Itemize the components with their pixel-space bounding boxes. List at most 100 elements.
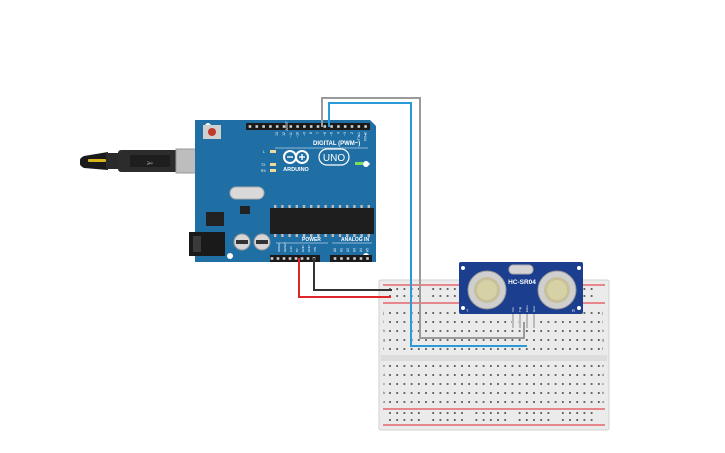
rail-hole [583,295,586,297]
rail-hole [453,412,456,414]
rail-hole [389,419,391,421]
svg-text:IOREF: IOREF [277,243,281,252]
terminal-hole [446,339,449,341]
rail-hole [475,419,478,421]
rail-hole [525,412,528,414]
digital-pin-label: ~10 [296,132,300,138]
terminal-hole [583,348,586,350]
brand-label: ARDUINO [283,167,309,173]
digital-header [246,123,370,130]
terminal-hole [547,321,550,323]
terminal-hole [511,339,514,341]
terminal-hole [489,348,492,350]
terminal-hole [461,374,463,376]
terminal-hole [403,383,406,385]
chip-pin [281,234,284,237]
header-pin [330,125,333,128]
terminal-hole [410,392,413,394]
row-letter: g [383,337,385,342]
terminal-hole [425,339,427,341]
terminal-hole [576,392,579,394]
row-letter: d [383,372,385,377]
terminal-hole [482,330,485,332]
terminal-hole [417,392,420,394]
rail-hole [403,288,406,290]
bottom-power-rail-holes [389,412,593,421]
rail-hole [533,412,535,414]
svg-text:⭃: ⭃ [147,158,154,167]
wire-red-5v[interactable] [298,258,391,298]
terminal-hole [410,365,413,367]
reset-button-cap[interactable] [208,128,216,136]
svg-text:RESET: RESET [283,242,287,252]
rx-label: RX [261,169,267,173]
terminal-hole [561,348,564,350]
terminal-hole [410,401,413,403]
terminal-hole [439,365,442,367]
chip-pin [317,205,320,208]
digital-pin-label: 7 [316,132,320,134]
terminal-hole [410,383,413,385]
rail-hole [475,412,478,414]
terminal-hole [518,365,521,367]
terminal-hole [396,321,399,323]
terminal-hole [403,401,406,403]
rail-hole [583,412,586,414]
terminal-hole [446,374,449,376]
terminal-hole [533,392,535,394]
svg-text:GND: GND [301,245,305,253]
header-pin [255,125,259,128]
terminal-hole [547,339,550,341]
crystal [229,186,265,200]
header-pin [288,257,292,260]
header-pin [248,125,252,128]
power-pin-labels: IOREF RESET 3.3V 5V GND GND VIN [277,242,317,252]
terminal-hole [561,374,564,376]
terminal-hole [554,348,557,350]
terminal-hole [389,312,391,314]
terminal-hole [468,374,471,376]
terminal-hole [497,392,499,394]
wire-blue[interactable] [328,102,527,347]
terminal-hole [533,365,535,367]
mount-hole [363,161,369,167]
terminal-hole [475,339,478,341]
terminal-hole [597,383,600,385]
rail-hole [482,419,485,421]
chip-pin [310,205,313,208]
rail-hole [446,295,449,297]
rail-hole [561,412,564,414]
header-pin [323,125,327,128]
terminal-hole [590,339,593,341]
terminal-hole [540,392,543,394]
header-pin [366,257,369,260]
chip-pin [346,205,349,208]
rail-hole [518,412,521,414]
terminal-hole [432,348,435,350]
terminal-hole [461,392,463,394]
wire-black-gnd[interactable] [313,258,392,291]
terminal-hole [497,348,499,350]
terminal-hole [525,339,528,341]
tx-led [270,163,276,166]
terminal-hole [432,374,435,376]
terminal-hole [446,401,449,403]
rail-hole [482,412,485,414]
chip-pin [302,234,306,237]
terminal-hole [389,348,391,350]
terminal-hole [561,339,564,341]
rail-hole [403,295,406,297]
terminal-hole [554,321,557,323]
header-pin [357,125,361,128]
terminal-hole [432,365,435,367]
svg-text:3.3V: 3.3V [289,246,293,252]
terminal-hole [396,330,399,332]
chip-pins [274,205,370,237]
wire-gray[interactable] [321,97,525,339]
terminal-hole [554,401,557,403]
terminal-hole [432,312,435,314]
rail-hole [590,288,593,290]
digital-pin-label: 4 [336,132,340,134]
